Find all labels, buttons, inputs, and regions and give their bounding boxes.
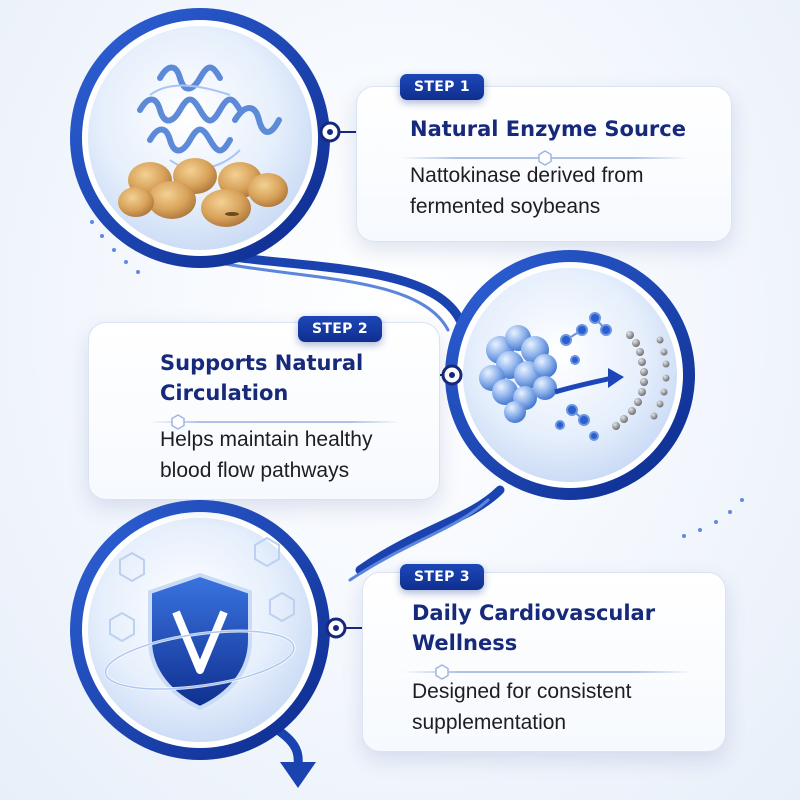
step-1-description: Nattokinase derived from fermented soybe… bbox=[410, 160, 643, 222]
arrow-down-icon bbox=[280, 762, 316, 788]
hexagon-icon bbox=[171, 414, 185, 430]
step-2-desc-line: blood flow pathways bbox=[160, 459, 350, 482]
step-1-title: Natural Enzyme Source bbox=[410, 114, 686, 144]
step-1-card bbox=[356, 86, 732, 242]
step-2-divider bbox=[150, 414, 400, 430]
step-1-desc-line: Nattokinase derived from bbox=[410, 164, 644, 187]
step-3-desc-line: supplementation bbox=[412, 711, 567, 734]
step-3-badge: STEP 3 bbox=[400, 564, 484, 590]
decorative-dots bbox=[90, 220, 744, 538]
shield-v-icon bbox=[70, 500, 330, 760]
step-2-description: Helps maintain healthy blood flow pathwa… bbox=[160, 424, 372, 486]
step-3-divider bbox=[402, 664, 692, 680]
step-3-title-line: Wellness bbox=[412, 631, 518, 655]
step-3-desc-line: Designed for consistent bbox=[412, 680, 632, 703]
step-2-title-line: Supports Natural bbox=[160, 351, 364, 375]
step-3-title-line: Daily Cardiovascular bbox=[412, 601, 656, 625]
enzyme-soybean-icon bbox=[70, 8, 330, 268]
hexagon-icon bbox=[435, 664, 449, 680]
step-1-desc-line: fermented soybeans bbox=[410, 195, 601, 218]
step-3-description: Designed for consistent supplementation bbox=[412, 676, 631, 738]
step-2-card bbox=[88, 322, 440, 500]
step-2-title-line: Circulation bbox=[160, 381, 289, 405]
hexagon-icon bbox=[538, 150, 552, 166]
step-2-desc-line: Helps maintain healthy bbox=[160, 428, 373, 451]
molecule-dispersion-icon bbox=[445, 250, 695, 500]
step-2-badge: STEP 2 bbox=[298, 316, 382, 342]
step-3-title: Daily Cardiovascular Wellness bbox=[412, 598, 655, 658]
step-1-divider bbox=[400, 150, 690, 166]
step-3-card bbox=[362, 572, 726, 752]
step-2-title: Supports Natural Circulation bbox=[160, 348, 363, 408]
step-1-title-line: Natural Enzyme Source bbox=[410, 117, 686, 141]
step-1-badge: STEP 1 bbox=[400, 74, 484, 100]
